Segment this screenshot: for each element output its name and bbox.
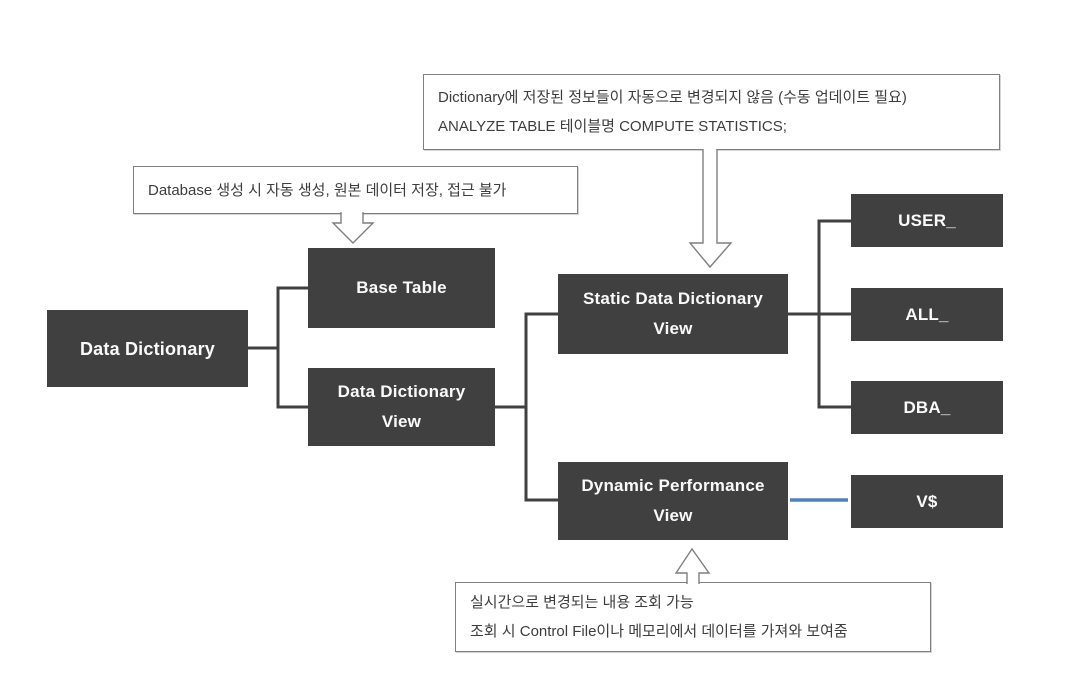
node-dynamic-view-label: Dynamic Performance View — [581, 476, 765, 525]
connector-static-to-user — [788, 219, 851, 316]
callout-static-dictionary-note: Dictionary에 저장된 정보들이 자동으로 변경되지 않음 (수동 업데… — [423, 74, 1000, 150]
connector-static-to-dba — [788, 312, 851, 409]
connector-dd-to-dd-view — [248, 346, 308, 409]
down-arrow-base-table-note-icon — [331, 212, 375, 244]
callout-static-note-line1: Dictionary에 저장된 정보들이 자동으로 변경되지 않음 (수동 업데… — [438, 89, 907, 106]
node-user-prefix-label: USER_ — [898, 210, 956, 230]
node-v-dollar: V$ — [851, 475, 1003, 528]
node-base-table: Base Table — [308, 248, 495, 328]
node-user-prefix: USER_ — [851, 194, 1003, 247]
node-all-prefix-label: ALL_ — [905, 304, 949, 324]
node-data-dictionary-label: Data Dictionary — [79, 338, 216, 359]
node-static-data-dictionary-view: Static Data Dictionary View — [558, 274, 788, 354]
node-base-table-label: Base Table — [356, 278, 447, 297]
node-dba-prefix-label: DBA_ — [903, 397, 951, 417]
callout-base-table-note-line1: Database 생성 시 자동 생성, 원본 데이터 저장, 접근 불가 — [148, 181, 507, 199]
callout-dynamic-view-note: 실시간으로 변경되는 내용 조회 가능 조회 시 Control File이나 … — [455, 582, 931, 652]
callout-static-note-line2: ANALYZE TABLE 테이블명 COMPUTE STATISTICS; — [438, 118, 787, 135]
callout-base-table-note: Database 생성 시 자동 생성, 원본 데이터 저장, 접근 불가 — [133, 166, 578, 214]
node-dba-prefix: DBA_ — [851, 381, 1003, 434]
node-data-dictionary: Data Dictionary — [47, 310, 248, 387]
connector-dd-to-base-table — [248, 286, 308, 350]
callout-dynamic-note-line1: 실시간으로 변경되는 내용 조회 가능 — [470, 594, 694, 611]
up-arrow-dynamic-note-icon — [674, 547, 711, 584]
node-data-dictionary-view-label: Data Dictionary View — [337, 382, 466, 431]
node-dynamic-performance-view: Dynamic Performance View — [558, 462, 788, 540]
node-v-dollar-label: V$ — [916, 491, 938, 511]
down-arrow-static-note-icon — [688, 149, 733, 269]
node-static-view-label: Static Data Dictionary View — [582, 289, 764, 338]
connector-ddview-to-dynamic — [495, 405, 558, 502]
node-all-prefix: ALL_ — [851, 288, 1003, 341]
connector-ddview-to-static — [495, 312, 558, 409]
node-data-dictionary-view: Data Dictionary View — [308, 368, 495, 446]
callout-dynamic-note-line2: 조회 시 Control File이나 메모리에서 데이터를 가져와 보여줌 — [470, 623, 848, 640]
